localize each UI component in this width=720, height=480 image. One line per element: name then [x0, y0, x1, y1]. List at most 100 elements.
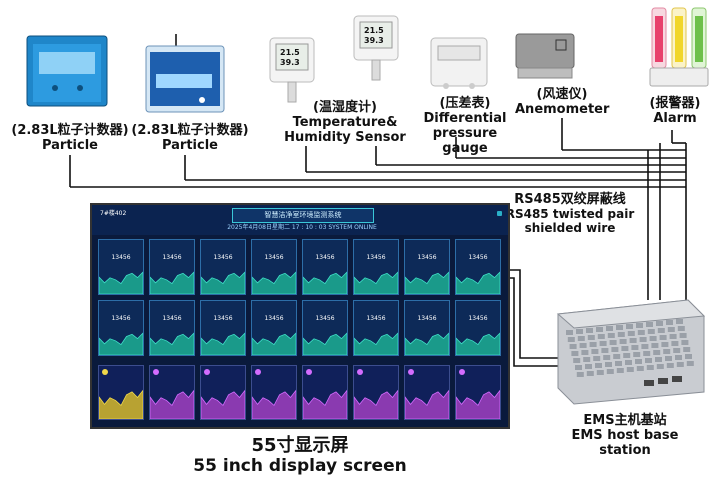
heatsink-fin [675, 355, 682, 360]
panel-status-icon [153, 369, 159, 375]
panel-value: 13456 [417, 315, 437, 322]
panel-wave [303, 389, 347, 419]
temp-reading-1: 21.5 [280, 48, 300, 57]
panel-wave [303, 332, 347, 355]
screen-cn: 55寸显示屏 [251, 435, 349, 456]
heatsink-fin [576, 372, 584, 377]
sensor-panel: 13456 [149, 300, 195, 356]
anemometer-cn: (风速仪) [536, 87, 588, 102]
heatsink-fin [636, 366, 644, 371]
panel-value: 13456 [213, 315, 233, 322]
particle-1-cn: (2.83L粒子计数器) [11, 123, 129, 138]
panel-value: 13456 [366, 315, 386, 322]
alarm-en: Alarm [653, 110, 697, 126]
heatsink-fin [577, 336, 585, 341]
heatsink-fin [686, 361, 694, 366]
panel-wave [99, 389, 143, 419]
bottom-panel [149, 365, 195, 420]
bottom-panel [251, 365, 297, 420]
panel-value: 13456 [162, 254, 182, 261]
heatsink-fin [659, 335, 667, 340]
heatsink-fin [586, 328, 593, 333]
heatsink-fin [681, 340, 689, 345]
heatsink-fin [616, 325, 623, 330]
particle-2-cn: (2.83L粒子计数器) [131, 123, 249, 138]
humidity-reading-1: 39.3 [280, 58, 300, 67]
panel-status-icon [102, 369, 108, 375]
heatsink-fin [596, 370, 604, 375]
ems-en2: station [599, 442, 651, 458]
sensor-panel: 13456 [302, 300, 348, 356]
panel-status-icon [204, 369, 210, 375]
heatsink-fin [615, 361, 622, 366]
heatsink-fin [676, 319, 683, 324]
panel-status-icon [357, 369, 363, 375]
heatsink-fin [597, 334, 605, 339]
panel-wave [99, 332, 143, 355]
heatsink-fin [601, 348, 609, 353]
particle-counter-2 [142, 30, 228, 116]
heatsink-fin [667, 327, 675, 332]
panel-status-icon [255, 369, 261, 375]
heatsink-fin [586, 371, 594, 376]
heatsink-fin [571, 351, 579, 356]
humidity-reading-2: 39.3 [364, 36, 384, 45]
panel-wave [150, 271, 194, 294]
heatsink-fin [653, 350, 661, 355]
ems-host-device [548, 296, 706, 406]
heatsink-fin [605, 362, 612, 367]
alarm-label: (报警器) Alarm [630, 96, 720, 127]
temp-humidity-sensor-1: 21.5 39.3 [268, 36, 316, 104]
temp-humidity-en2: Humidity Sensor [284, 129, 406, 145]
sensor-panel: 13456 [251, 239, 297, 295]
bottom-panel [404, 365, 450, 420]
rs485-label: RS485双绞屏蔽线 RS485 twisted pair shielded w… [500, 192, 640, 236]
sensor-panel: 13456 [149, 239, 195, 295]
panel-wave [456, 271, 500, 294]
sensor-panel: 13456 [455, 239, 501, 295]
heatsink-fin [651, 343, 659, 348]
panel-value: 13456 [111, 315, 131, 322]
panel-wave [99, 271, 143, 294]
heatsink-fin [665, 356, 672, 361]
panel-wave [252, 332, 296, 355]
panel-value: 13456 [111, 254, 131, 261]
heatsink-fin [567, 337, 575, 342]
heatsink-fin [646, 365, 654, 370]
pressure-label: (压差表) Differential pressure gauge [410, 96, 520, 157]
heatsink-fin [676, 362, 684, 367]
pressure-en2: pressure gauge [432, 125, 498, 156]
sensor-panel: 13456 [353, 239, 399, 295]
heatsink-fin [611, 347, 619, 352]
heatsink-fin [666, 320, 673, 325]
heatsink-fin [649, 336, 657, 341]
heatsink-fin [593, 356, 601, 361]
heatsink-fin [569, 344, 577, 349]
sensor-panel: 13456 [200, 300, 246, 356]
heatsink-fin [677, 326, 685, 331]
panel-wave [150, 332, 194, 355]
heatsink-fin [607, 333, 615, 338]
heatsink-fin [576, 329, 583, 334]
particle-1-label: (2.83L粒子计数器) Particle [0, 123, 140, 154]
panel-wave [252, 271, 296, 294]
heatsink-fin [617, 332, 625, 337]
particle-2-en: Particle [161, 137, 218, 153]
screen-en: 55 inch display screen [193, 455, 407, 476]
panel-wave [201, 389, 245, 419]
temp-reading-2: 21.5 [364, 26, 384, 35]
sensor-panel: 13456 [404, 239, 450, 295]
heatsink-fin [656, 321, 663, 326]
anemometer [512, 26, 578, 82]
panel-value: 13456 [468, 315, 488, 322]
heatsink-fin [646, 322, 653, 327]
anemometer-label: (风速仪) Anemometer [515, 87, 609, 118]
sensor-panel: 13456 [455, 300, 501, 356]
screen-brand: 7#楼402 [100, 210, 127, 217]
panel-wave [252, 389, 296, 419]
heatsink-fin [626, 324, 633, 329]
screen-label: 55寸显示屏 55 inch display screen [150, 435, 450, 476]
sensor-panel: 13456 [98, 300, 144, 356]
panel-wave [405, 332, 449, 355]
alarm-lights [646, 4, 716, 90]
